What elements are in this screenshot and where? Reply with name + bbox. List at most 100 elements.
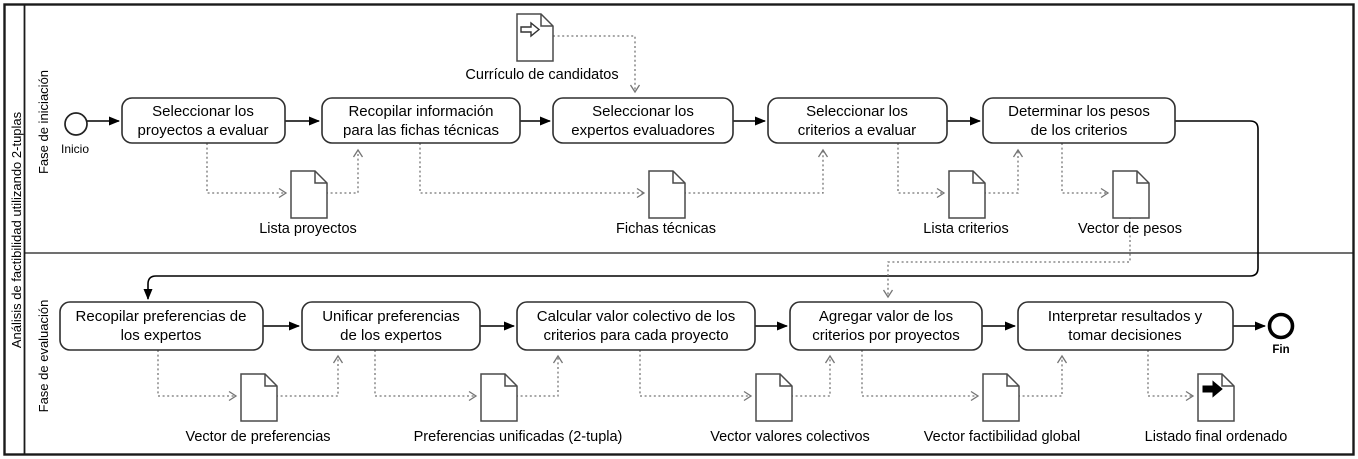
- task-shape: [1017, 301, 1234, 351]
- data-object-lista-criterios: Lista criterios: [923, 171, 1009, 237]
- document-icon: [241, 374, 277, 421]
- task-interpretar-resultados: Interpretar resultados y tomar decisione…: [1017, 301, 1234, 351]
- task-recopilar-preferencias: Recopilar preferencias de los expertos: [59, 301, 264, 351]
- task-label-line2: los expertos: [121, 327, 202, 344]
- task-label-line2: tomar decisiones: [1068, 327, 1181, 344]
- start-event: [64, 112, 88, 136]
- task-label-line2: proyectos a evaluar: [138, 122, 269, 139]
- data-object-fichas-tecnicas: Fichas técnicas: [616, 171, 716, 237]
- task-seleccionar-criterios: Seleccionar los criterios a evaluar: [767, 97, 948, 144]
- document-icon: [983, 374, 1019, 421]
- task-label-line2: criterios para cada proyecto: [543, 327, 728, 344]
- task-seleccionar-proyectos: Seleccionar los proyectos a evaluar: [121, 97, 286, 144]
- pool-border: [3, 3, 1355, 456]
- assoc-task10-to-listado-final: [1147, 350, 1195, 402]
- task-label-line1: Interpretar resultados y: [1048, 308, 1203, 325]
- task-label-line2: criterios por proyectos: [812, 327, 960, 344]
- task-label-line1: Seleccionar los: [592, 103, 694, 120]
- assoc-task4-to-lista-criterios: [897, 143, 946, 199]
- assoc-vector-preferencias-to-task7: [276, 354, 344, 397]
- end-event: [1267, 312, 1295, 340]
- task-label-line2: expertos evaluadores: [571, 122, 714, 139]
- task-label-line1: Unificar preferencias: [322, 308, 460, 325]
- assoc-task2-to-fichas: [419, 143, 646, 199]
- pool-label: Análisis de factibilidad utilizando 2-tu…: [9, 111, 24, 348]
- task-shape: [789, 301, 983, 351]
- assoc-lista-criterios-to-task5: [984, 148, 1024, 194]
- assoc-task7-to-preferencias-unificadas: [374, 350, 478, 402]
- task-shape: [552, 97, 734, 144]
- task-label-line2: de los expertos: [340, 327, 442, 344]
- task-recopilar-informacion: Recopilar información para las fichas té…: [321, 97, 521, 144]
- document-icon: [1198, 374, 1234, 421]
- task-label-line1: Recopilar preferencias de: [76, 308, 247, 325]
- doc-label: Fichas técnicas: [616, 221, 716, 237]
- assoc-task1-to-lista-proyectos: [206, 143, 288, 199]
- task-agregar-valor: Agregar valor de los criterios por proye…: [789, 301, 983, 351]
- doc-label: Vector valores colectivos: [710, 429, 870, 445]
- lane-label-iniciacion: Fase de iniciación: [36, 70, 51, 174]
- doc-label: Listado final ordenado: [1145, 429, 1288, 445]
- document-icon: [1113, 171, 1149, 218]
- task-shape: [516, 301, 756, 351]
- flow-lane1-to-lane2: [143, 120, 1259, 300]
- data-object-vector-pesos: Vector de pesos: [1078, 171, 1182, 237]
- document-icon: [756, 374, 792, 421]
- doc-label: Vector factibilidad global: [924, 429, 1080, 445]
- assoc-task5-to-vector-pesos: [1061, 143, 1110, 199]
- task-label-line1: Seleccionar los: [152, 103, 254, 120]
- doc-label: Vector de preferencias: [185, 429, 330, 445]
- task-label-line1: Recopilar información: [348, 103, 493, 120]
- doc-label: Currículo de candidatos: [465, 67, 618, 83]
- task-label-line1: Seleccionar los: [806, 103, 908, 120]
- data-object-vector-preferencias: Vector de preferencias: [185, 374, 331, 445]
- task-shape: [121, 97, 286, 144]
- assoc-vector-valores-to-task9: [791, 354, 836, 397]
- data-input-curriculo: Currículo de candidatos: [465, 14, 619, 83]
- start-event-label: Inicio: [61, 142, 89, 156]
- document-icon: [291, 171, 327, 218]
- assoc-vector-factibilidad-to-task10: [1018, 354, 1068, 397]
- assoc-task8-to-vector-valores: [639, 350, 753, 402]
- document-icon: [481, 374, 517, 421]
- assoc-curriculo-to-task3: [553, 35, 641, 94]
- task-label-line2: de los criterios: [1031, 122, 1128, 139]
- task-label-line2: criterios a evaluar: [798, 122, 916, 139]
- task-shape: [321, 97, 521, 144]
- task-calcular-valor-colectivo: Calcular valor colectivo de los criterio…: [516, 301, 756, 351]
- data-object-vector-factibilidad: Vector factibilidad global: [924, 374, 1080, 445]
- document-icon: [517, 14, 553, 61]
- assoc-task9-to-vector-factibilidad: [861, 350, 980, 402]
- data-output-listado-final: Listado final ordenado: [1145, 374, 1288, 445]
- task-determinar-pesos: Determinar los pesos de los criterios: [982, 97, 1176, 144]
- lane-label-evaluacion: Fase de evaluación: [36, 300, 51, 413]
- end-event-label: Fin: [1272, 344, 1289, 356]
- data-object-vector-valores: Vector valores colectivos: [710, 374, 870, 445]
- doc-label: Lista criterios: [923, 221, 1008, 237]
- doc-label: Preferencias unificadas (2-tupla): [414, 429, 623, 445]
- data-output-arrow-icon: [1202, 380, 1223, 398]
- task-label-line1: Determinar los pesos: [1008, 103, 1150, 120]
- assoc-fichas-to-task4: [684, 148, 829, 194]
- task-seleccionar-expertos: Seleccionar los expertos evaluadores: [552, 97, 734, 144]
- document-icon: [649, 171, 685, 218]
- assoc-task6-to-vector-preferencias: [157, 350, 238, 402]
- task-label-line1: Calcular valor colectivo de los: [537, 308, 735, 325]
- task-label-line1: Agregar valor de los: [819, 308, 953, 325]
- assoc-preferencias-unificadas-to-task8: [516, 354, 564, 397]
- assoc-vector-pesos-to-task9: [882, 217, 1131, 299]
- doc-label: Lista proyectos: [259, 221, 357, 237]
- task-shape: [982, 97, 1176, 144]
- task-unificar-preferencias: Unificar preferencias de los expertos: [301, 301, 481, 351]
- assoc-lista-proyectos-to-task2: [326, 148, 364, 194]
- task-label-line2: para las fichas técnicas: [343, 122, 499, 139]
- task-shape: [59, 301, 264, 351]
- data-object-lista-proyectos: Lista proyectos: [259, 171, 357, 237]
- data-object-preferencias-unificadas: Preferencias unificadas (2-tupla): [414, 374, 623, 445]
- document-icon: [949, 171, 985, 218]
- data-input-arrow-icon: [520, 21, 541, 38]
- task-shape: [301, 301, 481, 351]
- task-shape: [767, 97, 948, 144]
